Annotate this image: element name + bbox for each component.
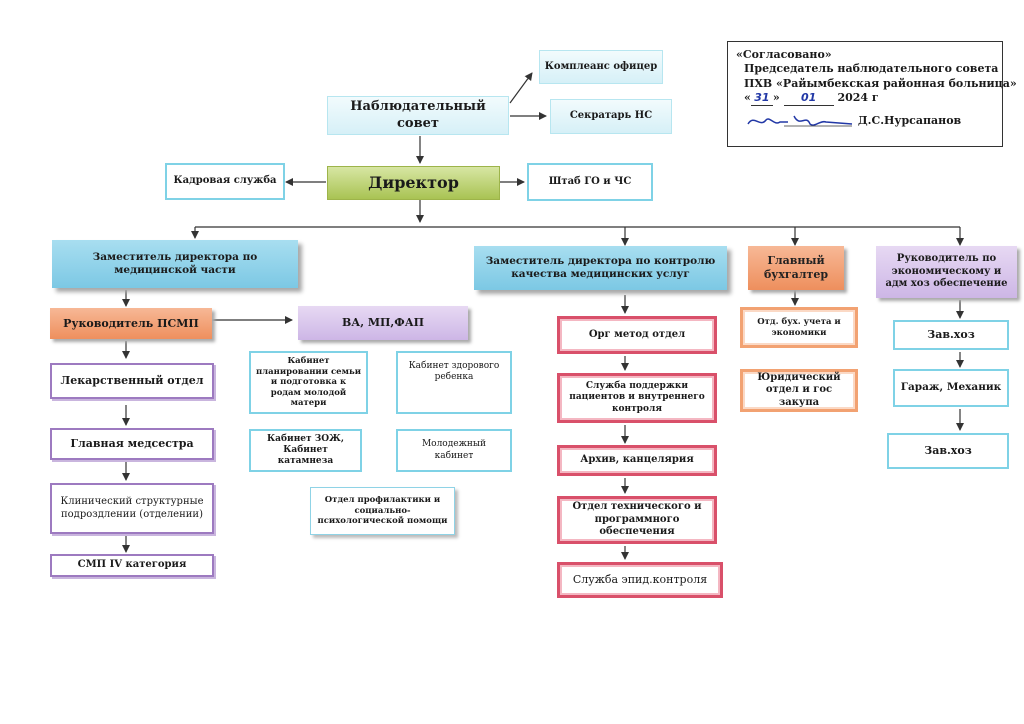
date-quote-open: « xyxy=(744,90,751,104)
zozh-catamnesis-box: Кабинет ЗОЖ, Кабинет катамнеза xyxy=(249,429,362,472)
va-mp-fap-box: ВА, МП,ФАП xyxy=(298,306,468,340)
director-box: Директор xyxy=(327,166,500,200)
hr-service-box: Кадровая служба xyxy=(165,163,285,200)
date-quote-close: » xyxy=(772,90,780,104)
approval-line2: ПХВ «Райымбекская районная больница» xyxy=(744,76,1017,90)
zavhoz-2-box: Зав.хоз xyxy=(887,433,1009,469)
approval-date: «31» 01 2024 г xyxy=(736,90,994,107)
approval-signature-row: Д.С.Нурсапанов xyxy=(736,112,994,130)
pharmacy-dept-box: Лекарственный отдел xyxy=(50,363,214,399)
clinical-units-box: Клинический структурные подроздлении (от… xyxy=(50,483,214,534)
compliance-officer-box: Комплеанс офицер xyxy=(539,50,663,84)
approval-month: 01 xyxy=(783,91,834,107)
approval-day: 31 xyxy=(750,91,773,107)
epid-control-box: Служба эпид.контроля xyxy=(557,562,723,598)
smp-category-box: СМП IV категория xyxy=(50,554,214,577)
prevention-dept-box: Отдел профилактики и социально-психологи… xyxy=(310,487,455,535)
head-economic-box: Руководитель по экономическому и адм хоз… xyxy=(876,246,1017,298)
chief-accountant-box: Главный бухгалтер xyxy=(748,246,844,290)
approval-year: 2024 г xyxy=(837,90,879,104)
approval-signatory: Д.С.Нурсапанов xyxy=(857,114,962,128)
org-method-box: Орг метод отдел xyxy=(557,316,717,354)
youth-cabinet-box: Молодежный кабинет xyxy=(396,429,512,472)
healthy-child-box: Кабинет здорового ребенка xyxy=(396,351,512,414)
civil-defense-box: Штаб ГО и ЧС xyxy=(527,163,653,201)
archive-box: Архив, канцелярия xyxy=(557,445,717,476)
approval-stamp: «Согласовано» Председатель наблюдательно… xyxy=(727,41,1017,147)
approval-agreed: «Согласовано» xyxy=(736,48,832,61)
head-nurse-box: Главная медсестра xyxy=(50,428,214,460)
handwritten-signature xyxy=(747,115,853,127)
tech-software-box: Отдел технического и программного обеспе… xyxy=(557,496,717,544)
patient-support-box: Служба поддержки пациентов и внутреннего… xyxy=(557,373,717,423)
zavhoz-1-box: Зав.хоз xyxy=(893,320,1009,350)
legal-procurement-box: Юридический отдел и гос закупа xyxy=(740,369,858,412)
approval-line1: Председатель наблюдательного совета xyxy=(744,62,999,76)
accounting-dept-box: Отд. бух. учета и экономики xyxy=(740,307,858,348)
head-psmp-box: Руководитель ПСМП xyxy=(50,308,212,339)
supervisory-board-box: Наблюдательный совет xyxy=(327,96,509,135)
board-secretary-box: Секратарь НС xyxy=(550,99,672,134)
deputy-medical-box: Заместитель директора по медицинской час… xyxy=(52,240,298,288)
garage-mechanic-box: Гараж, Механик xyxy=(893,369,1009,407)
deputy-quality-box: Заместитель директора по контролю качест… xyxy=(474,246,727,290)
family-planning-box: Кабинет планировании семьи и подготовка … xyxy=(249,351,368,414)
